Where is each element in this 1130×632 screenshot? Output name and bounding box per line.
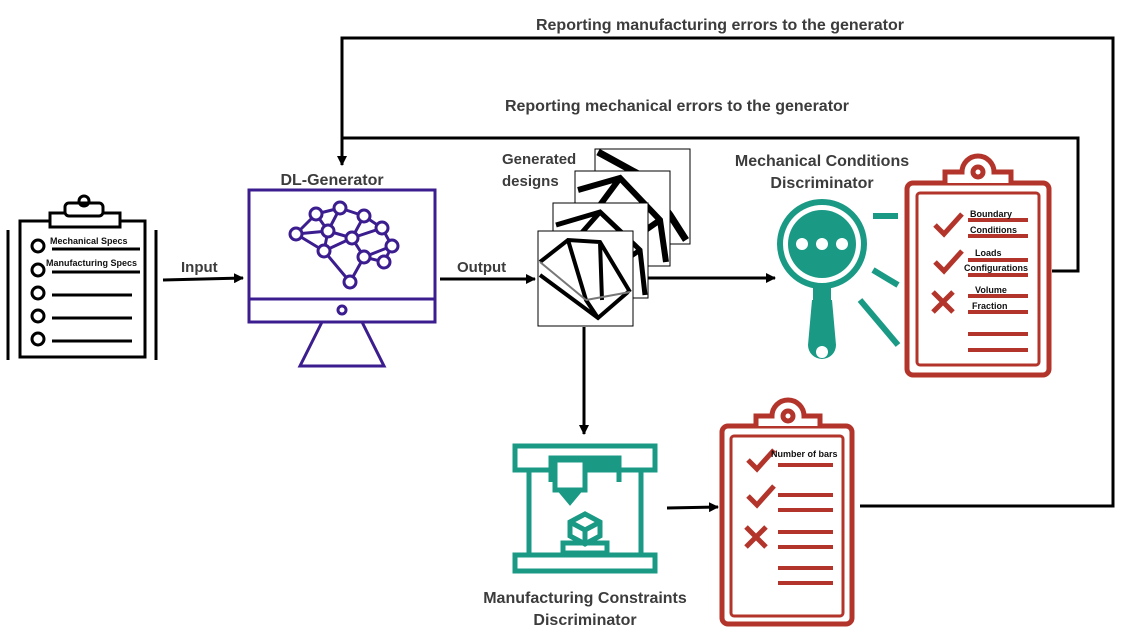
input-label: Input (181, 259, 218, 276)
printer-to-checklist-arrow (666, 502, 719, 513)
manufacturing-cross-icon (744, 525, 768, 549)
generator-title: DL-Generator (280, 172, 383, 189)
generated-designs-stack (537, 148, 691, 327)
mechanical-check-1-icon (933, 212, 964, 238)
3d-printer-icon (512, 443, 658, 574)
magnifier-icon (777, 199, 901, 359)
mechanical-discriminator-title-line2: Discriminator (770, 175, 873, 192)
manufacturing-feedback-label: Reporting manufacturing errors to the ge… (536, 17, 904, 34)
output-label: Output (457, 259, 506, 276)
mechanical-item-3-line2: Fraction (972, 301, 1008, 311)
manufacturing-discriminator-title-line1: Manufacturing Constraints (483, 590, 687, 607)
designs-title-line1: Generated (502, 151, 576, 168)
manufacturing-clipboard-icon (719, 397, 855, 627)
manufacturing-specs-label: Manufacturing Specs (46, 258, 137, 268)
mechanical-item-2-line2: Configurations (964, 263, 1028, 273)
mechanical-feedback-label: Reporting mechanical errors to the gener… (505, 98, 849, 115)
mechanical-check-2-icon (933, 249, 964, 275)
manufacturing-check-1-icon (746, 448, 776, 473)
mechanical-item-2-line1: Loads (975, 248, 1002, 258)
generator-monitor-icon (247, 188, 437, 368)
input-arrow (162, 273, 244, 284)
manufacturing-check-2-icon (746, 484, 776, 509)
mechanical-discriminator-title-line1: Mechanical Conditions (735, 153, 909, 170)
mechanical-feedback-loop (342, 136, 1080, 273)
manufacturing-feedback-loop (337, 36, 1115, 508)
mechanical-clipboard-icon (904, 153, 1052, 378)
mechanical-specs-label: Mechanical Specs (50, 236, 128, 246)
mechanical-item-3-line1: Volume (975, 285, 1007, 295)
manufacturing-item-1-label: Number of bars (771, 449, 838, 459)
mechanical-cross-icon (931, 290, 955, 314)
design-card-1 (537, 230, 634, 327)
specs-clipboard (6, 194, 158, 360)
manufacturing-discriminator-title-line2: Discriminator (533, 612, 636, 629)
mechanical-item-1-line1: Boundary (970, 209, 1012, 219)
mechanical-item-1-line2: Conditions (970, 225, 1017, 235)
designs-title-line2: designs (502, 173, 559, 190)
neural-network-icon (288, 200, 400, 290)
